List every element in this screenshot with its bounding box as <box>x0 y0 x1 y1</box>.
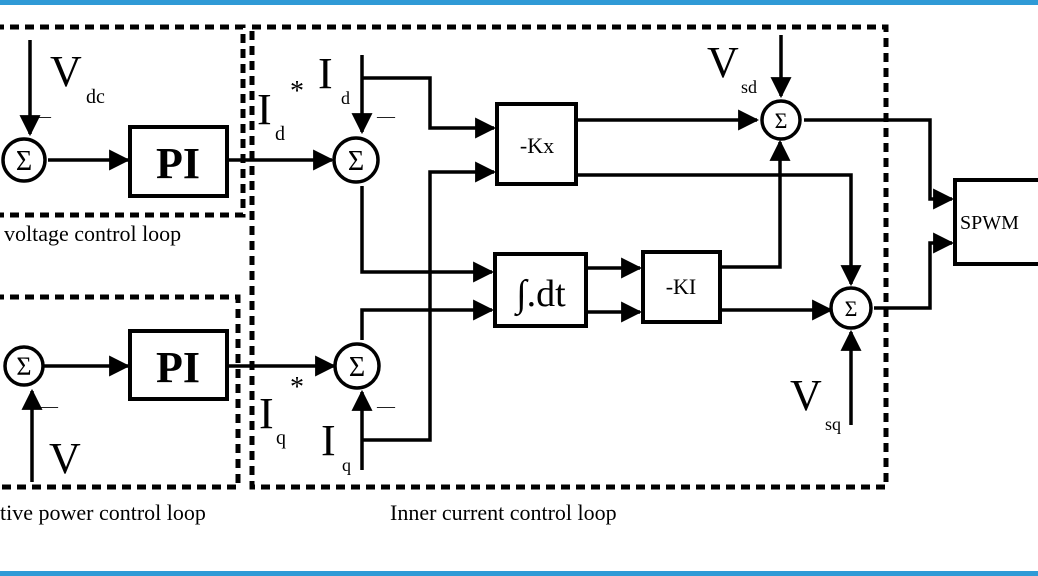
id-meas-subscript: d <box>341 88 350 108</box>
sigma-symbol: Σ <box>775 108 788 133</box>
vsd-main: V <box>707 38 739 87</box>
spwm-label: SPWM <box>960 212 1019 234</box>
iq-meas-main: I <box>321 416 336 465</box>
voltage-sum-junction <box>1 137 47 183</box>
kx-block <box>495 102 578 186</box>
vdc-main: V <box>50 47 82 96</box>
vsd-sum-junction <box>760 99 802 141</box>
sigma-symbol: Σ <box>348 146 364 177</box>
minus-sign: — <box>32 106 52 126</box>
voltage-loop-caption: voltage control loop <box>4 221 181 246</box>
signal-wires <box>19 35 955 482</box>
id-ref-star: * <box>290 76 304 107</box>
integrator-label: ∫.dt <box>514 273 566 317</box>
minus-sign: — <box>376 106 396 126</box>
voltage-loop-boundary <box>0 24 246 218</box>
pi-label-bottom: PI <box>156 343 200 392</box>
reactive-sum-junction <box>3 345 45 387</box>
top-frame-bar <box>0 0 1038 5</box>
iq-ref-subscript: q <box>276 427 286 449</box>
vsq-main: V <box>790 371 822 420</box>
iq-ref-main: I <box>259 389 274 438</box>
v-bottom-main: V <box>49 434 81 483</box>
iq-ref-star: * <box>290 372 304 403</box>
sigma-symbol: Σ <box>16 352 31 381</box>
pi-label-top: PI <box>156 139 200 188</box>
inner-loop-caption: Inner current control loop <box>390 500 617 525</box>
ki-label: -KI <box>666 274 697 299</box>
reactive-loop-caption: tive power control loop <box>0 500 206 525</box>
id-ref-subscript: d <box>275 123 285 145</box>
inner-loop-boundary <box>249 24 889 490</box>
iq-meas-subscript: q <box>342 455 351 475</box>
id-sum-junction <box>332 136 380 184</box>
kx-label: -Kx <box>520 133 554 158</box>
pi-block-bottom <box>128 329 229 401</box>
ki-block <box>641 250 722 324</box>
integrator-block <box>493 252 588 328</box>
vsq-subscript: sq <box>825 414 841 434</box>
vsq-sum-junction <box>829 286 873 330</box>
vsd-subscript: sd <box>741 77 757 97</box>
iq-sum-junction <box>333 342 381 390</box>
minus-sign: — <box>376 396 396 416</box>
id-meas-main: I <box>318 49 333 98</box>
sigma-symbol: Σ <box>845 296 858 321</box>
sigma-symbol: Σ <box>16 146 32 177</box>
reactive-loop-boundary <box>0 294 241 490</box>
vdc-subscript: dc <box>86 86 105 108</box>
sigma-symbol: Σ <box>349 352 365 383</box>
minus-sign: — <box>39 396 59 416</box>
id-ref-main: I <box>257 85 272 134</box>
spwm-block <box>953 178 1038 266</box>
bottom-frame-bar <box>0 571 1038 576</box>
pi-block-top <box>128 125 229 198</box>
